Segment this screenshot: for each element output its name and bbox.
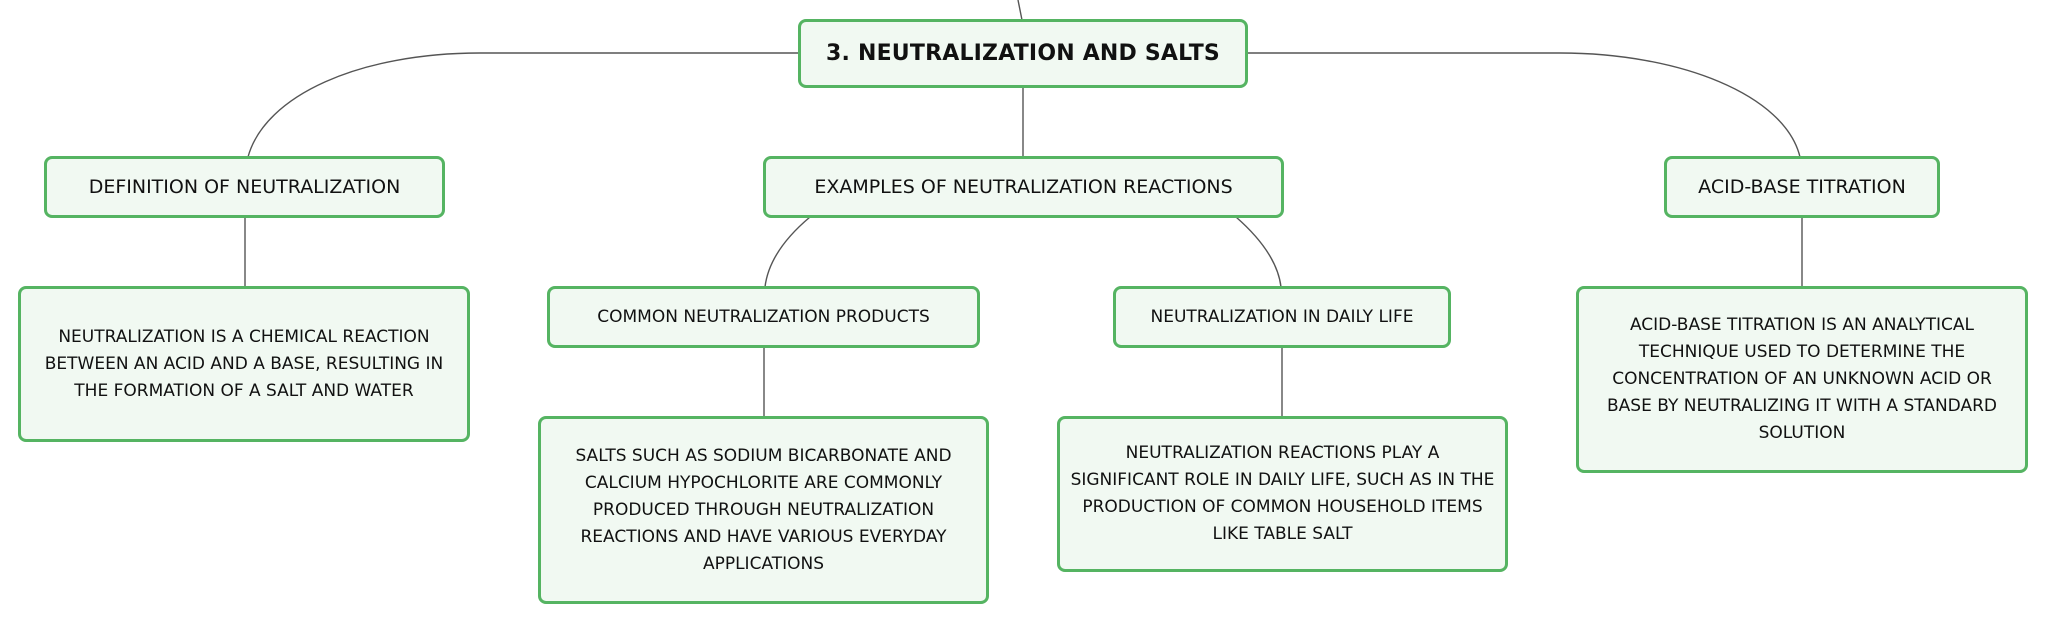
connector-root-to-titration [1248,52,1801,158]
definition-node[interactable]: DEFINITION OF NEUTRALIZATION [44,156,445,218]
definition-detail-text: NEUTRALIZATION IS A CHEMICAL REACTION BE… [44,326,444,401]
daily-life-detail-node[interactable]: NEUTRALIZATION REACTIONS PLAY A SIGNIFIC… [1057,416,1508,572]
products-node[interactable]: COMMON NEUTRALIZATION PRODUCTS [547,286,980,348]
products-label: COMMON NEUTRALIZATION PRODUCTS [597,307,930,327]
root-label: 3. NEUTRALIZATION AND SALTS [826,41,1220,66]
examples-node[interactable]: EXAMPLES OF NEUTRALIZATION REACTIONS [763,156,1284,218]
products-detail-node[interactable]: SALTS SUCH AS SODIUM BICARBONATE AND CAL… [538,416,989,604]
examples-label: EXAMPLES OF NEUTRALIZATION REACTIONS [814,176,1233,198]
root-node[interactable]: 3. NEUTRALIZATION AND SALTS [798,19,1248,88]
connector-examples-to-daily-life [1235,216,1282,288]
products-detail-text: SALTS SUCH AS SODIUM BICARBONATE AND CAL… [575,445,952,574]
definition-detail-node[interactable]: NEUTRALIZATION IS A CHEMICAL REACTION BE… [18,286,470,442]
connector-root-to-definition [247,52,801,158]
titration-node[interactable]: ACID-BASE TITRATION [1664,156,1940,218]
daily-life-detail-text: NEUTRALIZATION REACTIONS PLAY A SIGNIFIC… [1070,443,1495,544]
connector-examples-to-products [764,216,811,288]
titration-detail-text: ACID-BASE TITRATION IS AN ANALYTICAL TEC… [1607,315,1997,443]
daily-life-node[interactable]: NEUTRALIZATION IN DAILY LIFE [1113,286,1451,348]
daily-life-label: NEUTRALIZATION IN DAILY LIFE [1150,307,1414,327]
connector-parent-to-root [1017,0,1023,21]
titration-label: ACID-BASE TITRATION [1698,176,1906,198]
titration-detail-node[interactable]: ACID-BASE TITRATION IS AN ANALYTICAL TEC… [1576,286,2028,473]
definition-label: DEFINITION OF NEUTRALIZATION [88,176,401,198]
